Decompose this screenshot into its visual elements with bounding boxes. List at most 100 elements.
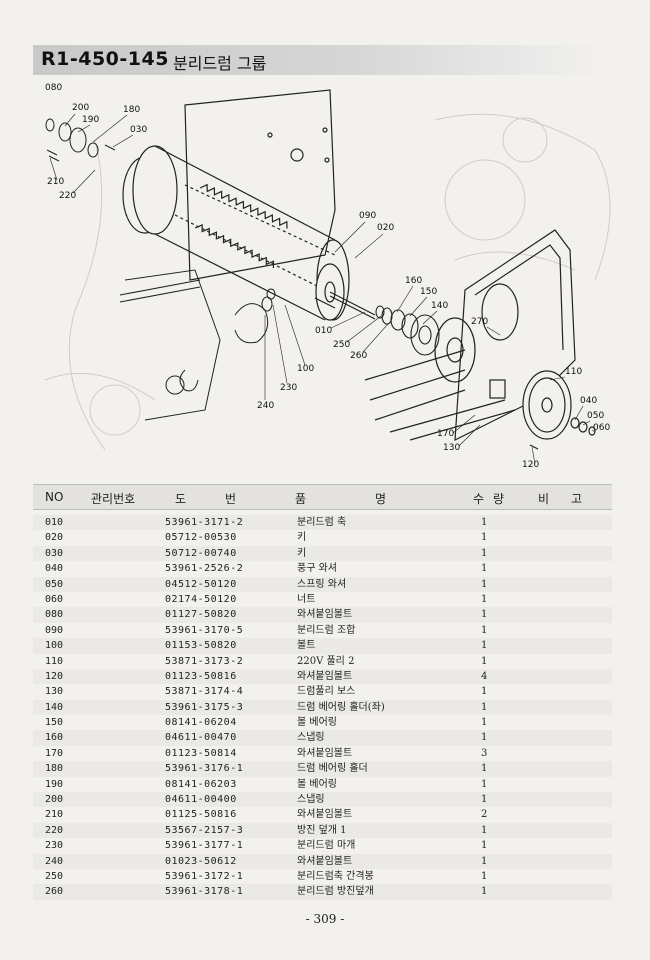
part-number: 010 [45, 517, 64, 528]
part-number: 130 [45, 686, 64, 698]
right-bearing-stack [375, 305, 440, 356]
part-number: 250 [45, 870, 64, 882]
part-name: 220V 풀리 2 [297, 655, 355, 667]
background-sketch [44, 113, 611, 451]
callout-240: 240 [257, 401, 274, 411]
callout-080: 080 [45, 83, 62, 93]
header-qty-2: 량 [493, 492, 505, 506]
callout-120: 120 [522, 460, 539, 470]
part-number: 160 [45, 732, 64, 744]
quantity: 1 [481, 763, 488, 775]
section-header: R1-450-145 분리드럼 그룹 [33, 45, 612, 75]
part-number: 240 [45, 855, 64, 867]
part-number: 100 [45, 640, 64, 652]
callout-050: 050 [587, 411, 604, 421]
right-frame [364, 229, 576, 442]
drawing-number: 04512-50120 [165, 578, 237, 590]
part-number: 020 [45, 532, 64, 544]
quantity: 1 [481, 517, 488, 528]
callout-040: 040 [580, 396, 597, 406]
drum-cover-parts [179, 288, 276, 392]
header-remark-1: 비 [538, 492, 550, 506]
part-name: 드럼풀리 보스 [297, 686, 356, 698]
part-name: 볼트 [297, 640, 316, 652]
quantity: 4 [481, 670, 488, 682]
part-name: 스냅링 [297, 732, 325, 744]
callout-260: 260 [350, 351, 367, 361]
drawing-number: 53961-3171-2 [165, 517, 244, 528]
callout-130: 130 [443, 443, 460, 453]
header-mgmt-no: 관리번호 [91, 492, 136, 506]
part-number: 180 [45, 763, 64, 775]
part-number: 030 [45, 547, 64, 559]
drawing-number: 53871-3174-4 [165, 686, 244, 698]
part-name: 드럼 베어링 홀더(좌) [297, 701, 385, 713]
part-name: 볼 베어링 [297, 778, 337, 790]
callout-020: 020 [377, 223, 394, 233]
drawing-number: 53961-3170-5 [165, 624, 244, 636]
part-number: 050 [45, 578, 64, 590]
header-part-1: 품 [295, 492, 307, 506]
quantity: 1 [481, 717, 488, 729]
part-name: 와셔붙임볼트 [297, 809, 353, 821]
drawing-number: 01127-50820 [165, 609, 237, 621]
callout-090: 090 [359, 211, 376, 221]
callout-010: 010 [315, 326, 332, 336]
drawing-number: 08141-06204 [165, 717, 237, 729]
drawing-number: 04611-00400 [165, 794, 237, 806]
quantity: 1 [481, 609, 488, 621]
callout-100: 100 [297, 364, 314, 374]
diagram-svg: 080 200 190 180 030 210 220 090 020 160 … [44, 83, 611, 470]
exploded-parts-diagram: 080 200 190 180 030 210 220 090 020 160 … [35, 80, 625, 472]
part-name: 스냅링 [297, 794, 325, 806]
part-name: 볼 베어링 [297, 717, 337, 729]
quantity: 1 [481, 578, 488, 590]
callout-180: 180 [123, 105, 140, 115]
part-number: 060 [45, 593, 64, 605]
header-drawing-2: 번 [225, 492, 237, 506]
drawing-number: 02174-50120 [165, 593, 237, 605]
part-number: 260 [45, 886, 64, 898]
part-name: 분리드럼 축 [297, 517, 347, 528]
quantity: 1 [481, 532, 488, 544]
callout-labels: 080 200 190 180 030 210 220 090 020 160 … [45, 83, 610, 470]
drawing-number: 01123-50816 [165, 670, 237, 682]
part-name: 풍구 와셔 [297, 563, 337, 575]
part-number: 040 [45, 563, 64, 575]
quantity: 1 [481, 855, 488, 867]
quantity: 1 [481, 563, 488, 575]
left-frame [119, 269, 221, 421]
part-number: 200 [45, 794, 64, 806]
callout-140: 140 [431, 301, 448, 311]
drawing-number: 53567-2157-3 [165, 824, 244, 836]
part-number: 230 [45, 840, 64, 852]
part-number: 110 [45, 655, 64, 667]
part-name: 와셔붙임볼트 [297, 747, 353, 759]
callout-160: 160 [405, 276, 422, 286]
callout-190: 190 [82, 115, 99, 125]
part-name: 와셔붙임볼트 [297, 670, 353, 682]
part-name: 스프링 와셔 [297, 578, 347, 590]
left-bearing-parts [45, 118, 116, 162]
table-row: 010 53961-3171-2 분리드럼 축 1 [33, 515, 612, 530]
part-number: 140 [45, 701, 64, 713]
part-number: 090 [45, 624, 64, 636]
leader-lines [49, 113, 596, 465]
drawing-number: 53871-3173-2 [165, 655, 244, 667]
